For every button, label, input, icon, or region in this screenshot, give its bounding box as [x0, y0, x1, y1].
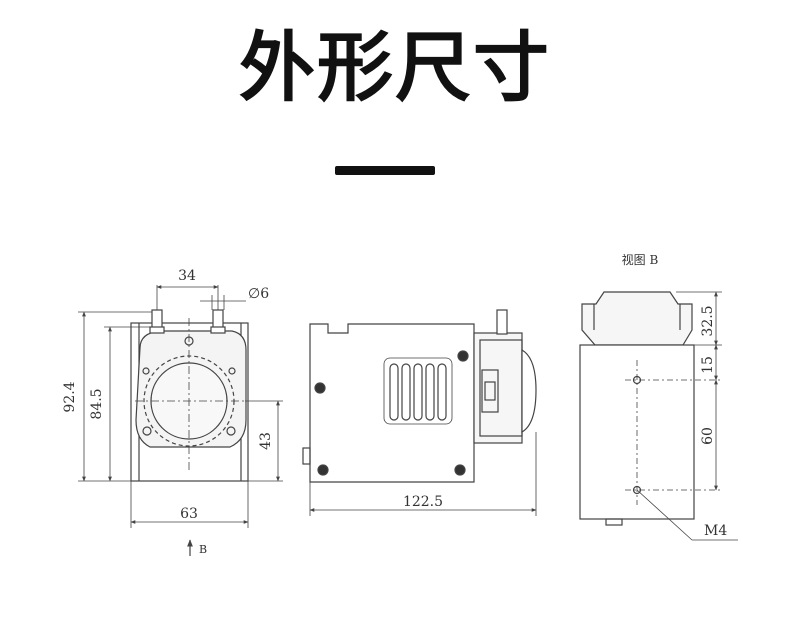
dim-84-5: 84.5	[89, 388, 105, 419]
dim-63: 63	[180, 506, 198, 522]
side-view	[302, 309, 537, 516]
page-title: 外形尺寸	[239, 23, 551, 112]
front-housing	[130, 322, 249, 482]
dim-60: 60	[700, 427, 716, 445]
dim-92-4: 92.4	[62, 381, 78, 412]
dim-34: 34	[178, 268, 196, 284]
thread-m4: M4	[704, 523, 727, 539]
rear-view	[579, 291, 738, 541]
dim-32-5: 32.5	[700, 305, 716, 336]
front-view	[78, 285, 283, 556]
view-b-label: 视图 B	[622, 252, 659, 267]
dim-43: 43	[258, 432, 274, 450]
dim-diameter-6: ∅6	[248, 286, 269, 302]
dim-15: 15	[700, 356, 716, 374]
dim-122-5: 122.5	[403, 494, 443, 510]
view-marker-b: B	[199, 543, 207, 556]
title-underline	[335, 166, 435, 175]
